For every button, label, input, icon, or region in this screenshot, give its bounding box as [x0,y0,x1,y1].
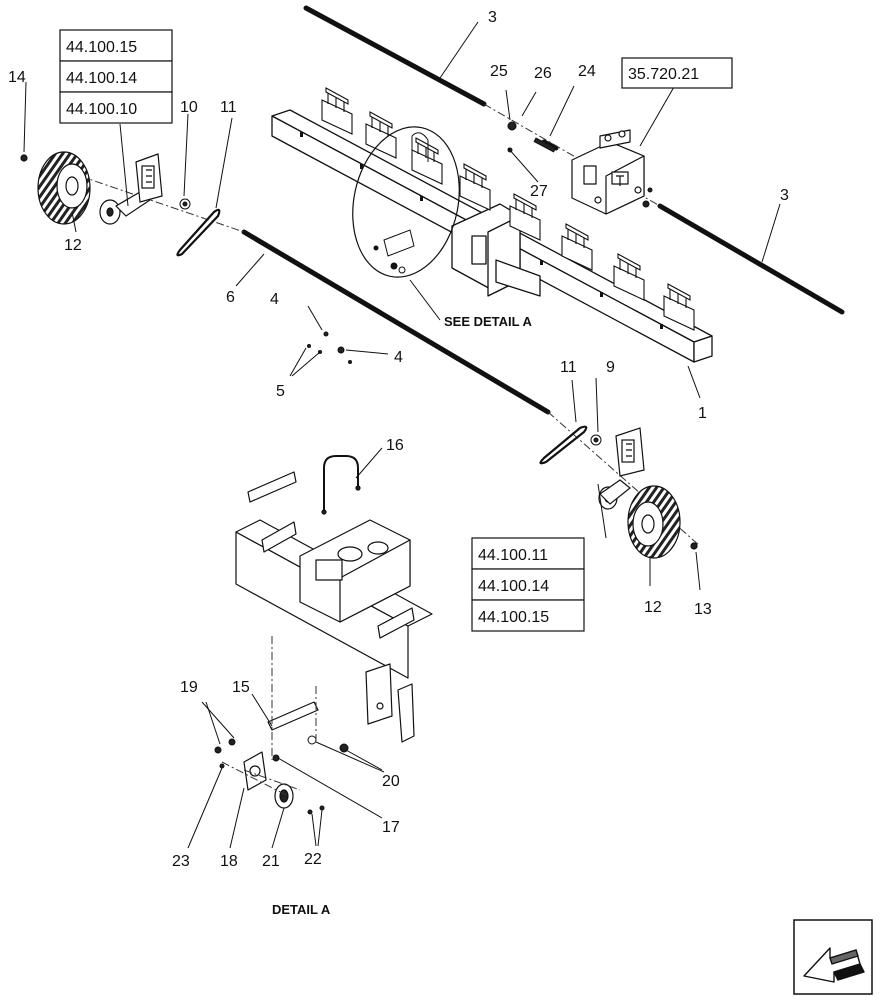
ref-link-44-100-14-lower[interactable]: 44.100.14 [478,578,549,595]
next-page-button[interactable] [793,919,873,995]
callout-3-right: 3 [780,187,789,204]
detail-circle-parts [373,132,429,274]
detail-a-assembly [235,455,433,809]
callout-23: 23 [172,853,190,870]
ref-link-44-100-14-upper[interactable]: 44.100.14 [66,70,137,87]
left-chain [176,208,221,257]
ref-box-lower-right[interactable]: 44.100.11 44.100.14 44.100.15 [471,537,585,632]
ref-link-44-100-10[interactable]: 44.100.10 [66,101,137,118]
callout-26: 26 [534,65,552,82]
callout-13: 13 [694,601,712,618]
callout-27: 27 [530,183,548,200]
ref-box-upper-left[interactable]: 44.100.15 44.100.14 44.100.10 [59,29,173,124]
drive-gearbox [571,129,645,215]
leader-lines [23,21,781,849]
toolbar-frame [271,109,713,363]
callout-9: 9 [606,359,615,376]
callout-6: 6 [226,289,235,306]
ref-link-44-100-15-lower[interactable]: 44.100.15 [478,609,549,626]
callout-11-lower: 11 [560,359,577,376]
detail-a-title: DETAIL A [272,902,331,917]
ref-box-upper-right[interactable]: 35.720.21 [621,57,733,89]
callout-1: 1 [698,405,707,422]
callout-5: 5 [276,383,285,400]
small-hardware [179,121,653,446]
callout-24: 24 [578,63,596,80]
right-chain [539,425,588,465]
callout-3-upper: 3 [488,9,497,26]
ref-link-44-100-11[interactable]: 44.100.11 [478,547,548,564]
callout-4-upper: 4 [270,291,279,308]
ref-link-44-100-15-upper[interactable]: 44.100.15 [66,39,137,56]
callout-20: 20 [382,773,400,790]
callout-numbers: 3 3 1 4 4 5 6 9 10 11 11 12 12 13 14 15 … [8,9,789,870]
callout-14: 14 [8,69,26,86]
callout-12-right: 12 [644,599,662,616]
callout-10: 10 [180,99,198,116]
callout-4-lower: 4 [394,349,403,366]
callout-11-upper: 11 [220,99,237,116]
row-unit-brackets [321,87,695,331]
page-next-arrow-icon [803,947,865,983]
callout-25: 25 [490,63,508,80]
callout-16: 16 [386,437,404,454]
callout-18: 18 [220,853,238,870]
callout-15: 15 [232,679,250,696]
right-wheel-assembly [598,427,698,559]
callout-21: 21 [262,853,280,870]
detail-a-circle [352,126,460,278]
detail-a-center-lines [221,636,317,797]
hex-shaft-lower [241,229,551,415]
ref-link-35-720-21[interactable]: 35.720.21 [628,66,699,83]
left-wheel-assembly [20,151,163,225]
see-detail-a-label: SEE DETAIL A [444,314,532,329]
callout-22: 22 [304,851,322,868]
callout-12-left: 12 [64,237,82,254]
callout-17: 17 [382,819,400,836]
callout-19: 19 [180,679,198,696]
